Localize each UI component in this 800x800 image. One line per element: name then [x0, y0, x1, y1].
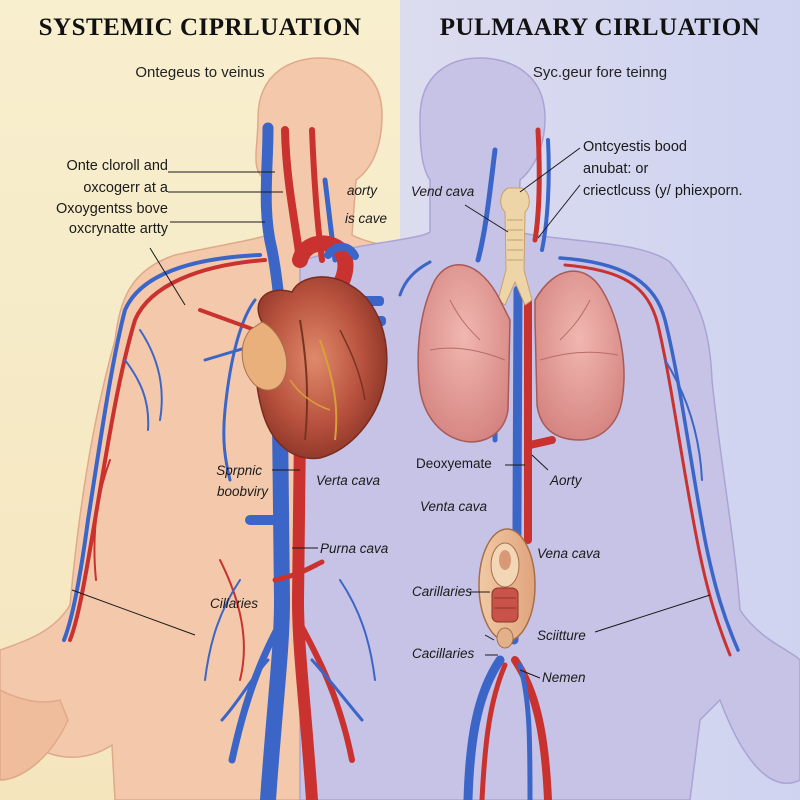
- right-label-aorty: Aorty: [550, 473, 582, 488]
- right-label-deoxyemate: Deoxyemate: [416, 456, 492, 471]
- right-label-nemen: Nemen: [542, 670, 586, 685]
- left-label-aorty: aorty: [347, 183, 378, 198]
- right-panel-title: PULMAARY CIRLUATION: [439, 14, 761, 41]
- left-label-top-line3: Oxoygentss bove: [55, 201, 168, 217]
- left-panel-subtitle: Ontegeus to veinus: [135, 64, 265, 81]
- left-label-sprpnic: Sprpnic: [216, 463, 262, 478]
- left-label-is-cave: is cave: [345, 211, 388, 226]
- right-label-vena-cava: Vena cava: [537, 546, 601, 561]
- right-leader-lines: [464, 147, 711, 679]
- left-label-top-line1: Onte cloroll and: [66, 158, 168, 174]
- right-label-carillaries: Carillaries: [412, 584, 473, 599]
- right-label-venta-cava: Venta cava: [420, 499, 488, 514]
- right-label-top-line2: anubat: or: [583, 161, 649, 177]
- left-label-boobviry: boobviry: [216, 484, 268, 499]
- left-label-top-line4: oxcrynatte artty: [68, 221, 168, 237]
- left-label-purna-cava: Purna cava: [320, 541, 389, 556]
- right-arm-vessels: [398, 256, 740, 657]
- left-label-top-line2: oxcogerr at a: [83, 180, 168, 196]
- right-label-top-line1: Ontcyestis bood: [583, 139, 687, 155]
- left-label-cillaries: Cillaries: [210, 596, 259, 611]
- lungs-illustration: [417, 264, 625, 443]
- left-arm-vessels: [62, 253, 267, 642]
- left-label-verta-cava: Verta cava: [316, 473, 381, 488]
- abdominal-organ-illustration: [478, 528, 536, 649]
- right-label-top-line3: criectlcuss (y/ phiexporn.: [583, 183, 743, 199]
- left-leader-lines: [71, 171, 318, 636]
- right-label-vend-cava: Vend cava: [411, 184, 475, 199]
- heart-illustration: [241, 235, 388, 460]
- left-panel-title: SYSTEMIC CIPRLUATION: [38, 14, 362, 41]
- right-panel-subtitle: Syc.geur fore teinng: [532, 64, 668, 81]
- right-label-cacillaries: Cacillaries: [412, 646, 475, 661]
- trachea-illustration: [497, 187, 533, 306]
- right-label-scilture: Sciitture: [537, 628, 586, 643]
